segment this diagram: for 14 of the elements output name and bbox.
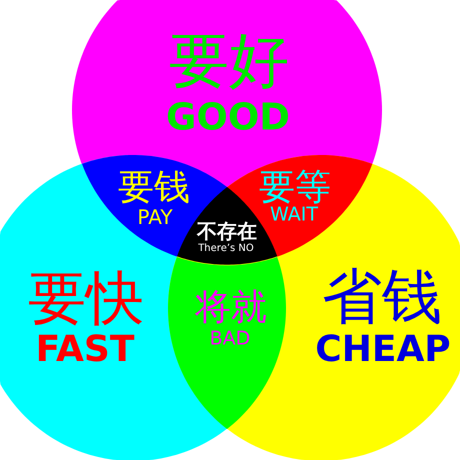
circle-subheading: FAST [36,332,134,368]
circle-heading: 要快 [28,269,144,327]
overlap-subheading: WAIT [270,205,318,224]
overlap-subheading: BAD [210,329,250,348]
overlap-subheading: There’s NO [198,244,254,254]
overlap-heading: 要钱 [118,170,190,206]
overlap-heading: 要等 [259,170,331,206]
overlap-heading: 将就 [194,290,267,326]
circle-heading: 省钱 [322,267,442,327]
overlap-subheading: PAY [137,206,173,227]
overlap-heading: 不存在 [196,220,257,241]
circle-subheading: CHEAP [315,332,451,368]
circle-subheading: GOOD [166,98,290,136]
circle-heading: 要好 [169,31,289,91]
